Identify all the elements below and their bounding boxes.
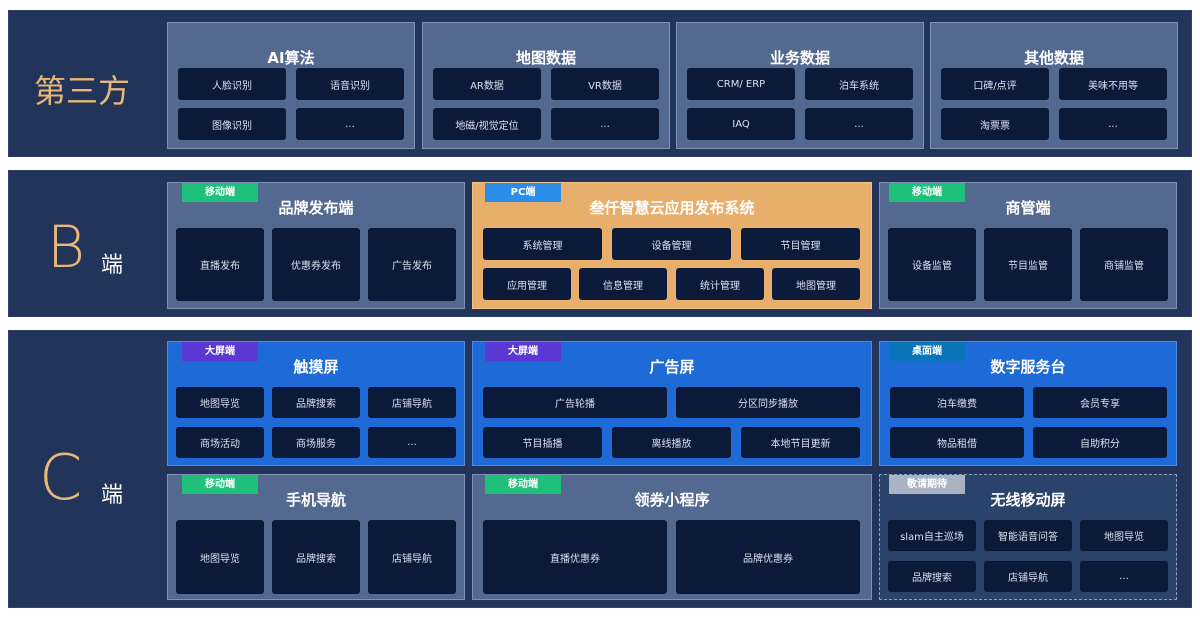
item-brand-search[interactable]: 品牌搜索 (888, 561, 976, 592)
item-live-publish[interactable]: 直播发布 (176, 228, 264, 301)
item-live-coupon[interactable]: 直播优惠券 (483, 520, 667, 594)
panel-brand-publisher: 移动端 品牌发布端 直播发布 优惠券发布 广告发布 (167, 182, 465, 309)
panel-digital-service-desk: 桌面端 数字服务台 泊车缴费 会员专享 物品租借 自助积分 (879, 341, 1177, 466)
platform-tag: 移动端 (182, 183, 258, 202)
item-brand-coupon[interactable]: 品牌优惠券 (676, 520, 860, 594)
item-brand-search[interactable]: 品牌搜索 (272, 520, 360, 594)
item-offline-play[interactable]: 离线播放 (612, 427, 731, 458)
item-map-guide[interactable]: 地图导览 (176, 520, 264, 594)
item-zone-sync-play[interactable]: 分区同步播放 (676, 387, 860, 418)
panel-title: 品牌发布端 (278, 199, 354, 217)
item-face-recognition[interactable]: 人脸识别 (178, 68, 286, 100)
item-info-management[interactable]: 信息管理 (579, 268, 667, 300)
item-device-management[interactable]: 设备管理 (612, 228, 731, 260)
panel-map-data: 地图数据 AR数据 VR数据 地磁/视觉定位 ... (422, 22, 670, 149)
panel-title: 商管端 (1005, 199, 1051, 217)
item-program-management[interactable]: 节目管理 (741, 228, 860, 260)
item-reviews[interactable]: 口碑/点评 (941, 68, 1049, 100)
item-brand-search[interactable]: 品牌搜索 (272, 387, 360, 418)
item-coupon-publish[interactable]: 优惠券发布 (272, 228, 360, 301)
item-shop-navigation[interactable]: 店铺导航 (368, 387, 456, 418)
item-member-exclusive[interactable]: 会员专享 (1033, 387, 1167, 418)
item-crm-erp[interactable]: CRM/ ERP (687, 68, 795, 100)
platform-tag: 桌面端 (889, 342, 965, 361)
panel-title: 业务数据 (769, 49, 830, 67)
item-map-guide[interactable]: 地图导览 (176, 387, 264, 418)
item-more[interactable]: ... (551, 108, 659, 140)
panel-mall-management: 移动端 商管端 设备监管 节目监管 商铺监管 (879, 182, 1177, 309)
panel-wireless-mobile-screen: 敬请期待 无线移动屏 slam自主巡场 智能语音问答 地图导览 品牌搜索 店铺导… (879, 474, 1177, 600)
panel-title: AI算法 (267, 49, 315, 67)
panel-title: 手机导航 (285, 491, 346, 509)
panel-title: 地图数据 (515, 49, 576, 67)
item-program-insert[interactable]: 节目插播 (483, 427, 602, 458)
item-shop-navigation[interactable]: 店铺导航 (368, 520, 456, 594)
item-more[interactable]: ... (1080, 561, 1168, 592)
c-end-suffix: 端 (101, 483, 124, 508)
item-shop-monitoring[interactable]: 商铺监管 (1080, 228, 1168, 301)
panel-business-data: 业务数据 CRM/ ERP 泊车系统 IAQ ... (676, 22, 924, 149)
item-mall-events[interactable]: 商场活动 (176, 427, 264, 458)
item-parking-system[interactable]: 泊车系统 (805, 68, 913, 100)
item-shop-navigation[interactable]: 店铺导航 (984, 561, 1072, 592)
item-mall-services[interactable]: 商场服务 (272, 427, 360, 458)
platform-tag: 大屏端 (182, 342, 258, 361)
item-ar-data[interactable]: AR数据 (433, 68, 541, 100)
item-more[interactable]: ... (368, 427, 456, 458)
item-geomagnetic-positioning[interactable]: 地磁/视觉定位 (433, 108, 541, 140)
panel-title: 领券小程序 (634, 491, 710, 509)
item-ad-carousel[interactable]: 广告轮播 (483, 387, 667, 418)
item-voice-recognition[interactable]: 语音识别 (296, 68, 404, 100)
item-self-service-points[interactable]: 自助积分 (1033, 427, 1167, 458)
platform-tag: PC端 (485, 183, 561, 202)
item-iaq[interactable]: IAQ (687, 108, 795, 140)
b-end-letter: B (47, 213, 85, 281)
item-more[interactable]: ... (1059, 108, 1167, 140)
platform-tag: 大屏端 (485, 342, 561, 361)
panel-ai-algorithm: AI算法 人脸识别 语音识别 图像识别 ... (167, 22, 415, 149)
panel-title: 数字服务台 (990, 358, 1066, 376)
item-movie-tickets[interactable]: 淘票票 (941, 108, 1049, 140)
platform-tag: 移动端 (182, 475, 258, 494)
panel-title: 其他数据 (1023, 49, 1084, 67)
item-stats-management[interactable]: 统计管理 (676, 268, 764, 300)
item-ad-publish[interactable]: 广告发布 (368, 228, 456, 301)
item-local-program-update[interactable]: 本地节目更新 (741, 427, 860, 458)
third-party-band: 第三方 AI算法 人脸识别 语音识别 图像识别 ... 地图数据 AR数据 VR… (8, 10, 1192, 157)
c-end-band: C 端 大屏端 触摸屏 地图导览 品牌搜索 店铺导航 商场活动 商场服务 ...… (8, 330, 1192, 608)
item-item-rental[interactable]: 物品租借 (890, 427, 1024, 458)
item-parking-payment[interactable]: 泊车缴费 (890, 387, 1024, 418)
panel-title: 触摸屏 (293, 358, 339, 376)
item-device-monitoring[interactable]: 设备监管 (888, 228, 976, 301)
item-no-wait[interactable]: 美味不用等 (1059, 68, 1167, 100)
item-program-monitoring[interactable]: 节目监管 (984, 228, 1072, 301)
panel-other-data: 其他数据 口碑/点评 美味不用等 淘票票 ... (930, 22, 1178, 149)
third-party-label: 第三方 (34, 72, 131, 110)
panel-title: 无线移动屏 (990, 491, 1066, 509)
item-image-recognition[interactable]: 图像识别 (178, 108, 286, 140)
platform-tag: 移动端 (485, 475, 561, 494)
item-map-guide[interactable]: 地图导览 (1080, 520, 1168, 551)
c-end-letter: C (39, 441, 83, 514)
item-more[interactable]: ... (296, 108, 404, 140)
coming-soon-tag: 敬请期待 (889, 475, 965, 494)
panel-title: 叁仟智慧云应用发布系统 (589, 199, 755, 217)
panel-mobile-navigation: 移动端 手机导航 地图导览 品牌搜索 店铺导航 (167, 474, 465, 600)
panel-coupon-mini-program: 移动端 领券小程序 直播优惠券 品牌优惠券 (472, 474, 872, 600)
item-system-management[interactable]: 系统管理 (483, 228, 602, 260)
item-app-management[interactable]: 应用管理 (483, 268, 571, 300)
platform-tag: 移动端 (889, 183, 965, 202)
item-voice-qa[interactable]: 智能语音问答 (984, 520, 1072, 551)
item-more[interactable]: ... (805, 108, 913, 140)
panel-ad-screen: 大屏端 广告屏 广告轮播 分区同步播放 节目插播 离线播放 本地节目更新 (472, 341, 872, 466)
item-vr-data[interactable]: VR数据 (551, 68, 659, 100)
panel-title: 广告屏 (649, 358, 695, 376)
b-end-suffix: 端 (101, 253, 124, 278)
b-end-band: B 端 移动端 品牌发布端 直播发布 优惠券发布 广告发布 PC端 叁仟智慧云应… (8, 170, 1192, 317)
item-map-management[interactable]: 地图管理 (772, 268, 860, 300)
panel-cloud-publish-system: PC端 叁仟智慧云应用发布系统 系统管理 设备管理 节目管理 应用管理 信息管理… (472, 182, 872, 309)
panel-touch-screen: 大屏端 触摸屏 地图导览 品牌搜索 店铺导航 商场活动 商场服务 ... (167, 341, 465, 466)
item-slam-patrol[interactable]: slam自主巡场 (888, 520, 976, 551)
